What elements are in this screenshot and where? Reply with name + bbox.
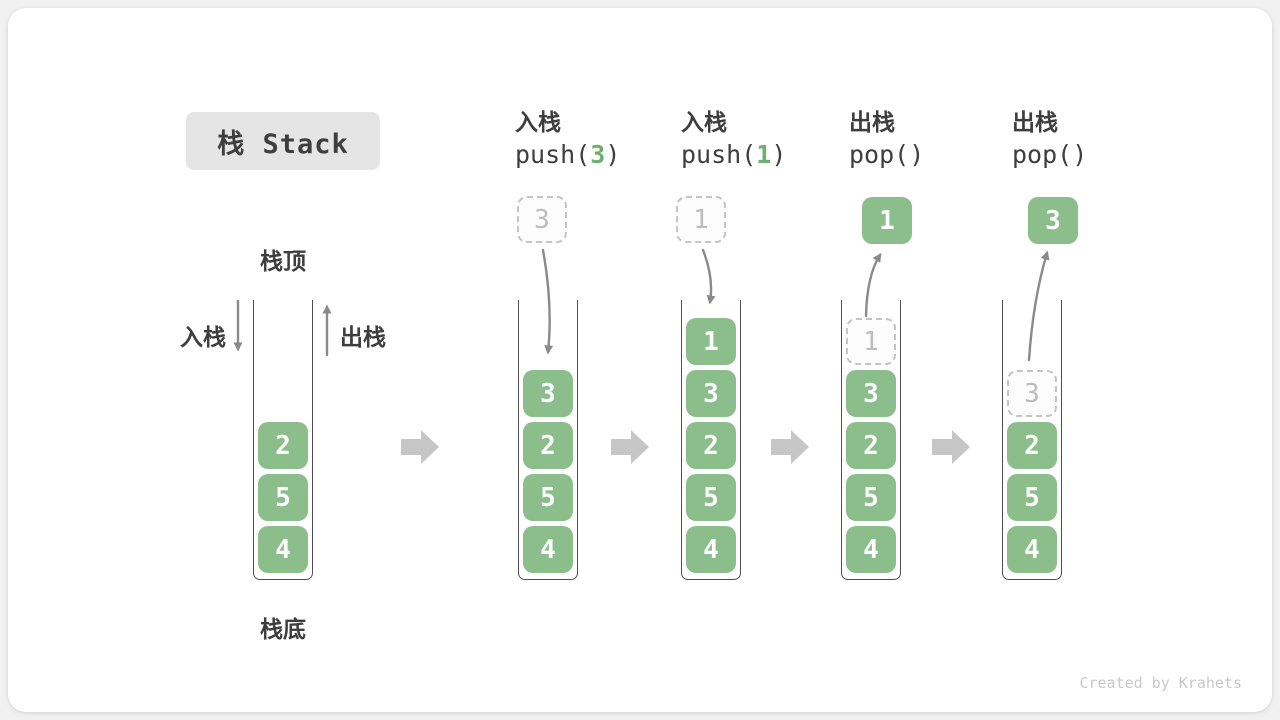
step-arrow-icon [932, 430, 970, 464]
stack-cell: 5 [258, 474, 308, 521]
push-side-label: 入栈 [180, 325, 226, 351]
code-arg: 1 [756, 140, 772, 169]
step-pop1-label: 出栈 [849, 110, 895, 136]
code-pre: pop( [849, 140, 910, 169]
step-arrow-icon [771, 430, 809, 464]
stack-well-pop2 [1002, 300, 1062, 580]
stack-cell: 2 [523, 422, 573, 469]
stack-well-push1 [681, 300, 741, 580]
step-arrow-icon [611, 430, 649, 464]
step-pop2-code: pop() [1012, 140, 1087, 169]
code-pre: push( [681, 140, 757, 169]
stack-cell: 5 [1007, 474, 1057, 521]
stack-cell: 5 [846, 474, 896, 521]
code-pre: push( [515, 140, 591, 169]
code-post: ) [1072, 140, 1088, 169]
step-pop1-code: pop() [849, 140, 924, 169]
step-arrow-icon [401, 430, 439, 464]
stack-cell: 2 [1007, 422, 1057, 469]
removed-slot-box: 3 [1007, 370, 1057, 417]
stack-cell: 1 [686, 318, 736, 365]
stack-cell: 3 [846, 370, 896, 417]
step-pop2-label: 出栈 [1012, 110, 1058, 136]
step-push1-code: push(1) [681, 140, 786, 169]
code-post: ) [771, 140, 787, 169]
code-post: ) [605, 140, 621, 169]
stack-bottom-label: 栈底 [260, 617, 306, 643]
popped-value-box: 1 [862, 197, 912, 244]
step-push3-label: 入栈 [515, 110, 561, 136]
title-badge: 栈 Stack [186, 112, 380, 170]
incoming-value-box: 1 [676, 196, 726, 243]
stack-cell: 4 [523, 526, 573, 573]
stack-top-label: 栈顶 [260, 249, 306, 275]
pop-side-label: 出栈 [340, 325, 386, 351]
step-push3-code: push(3) [515, 140, 620, 169]
stack-cell: 2 [258, 422, 308, 469]
stack-cell: 4 [1007, 526, 1057, 573]
stack-cell: 2 [846, 422, 896, 469]
stack-cell: 3 [686, 370, 736, 417]
stack-well-pop1 [841, 300, 901, 580]
push-1-arrow [701, 248, 716, 305]
code-pre: pop( [1012, 140, 1073, 169]
stack-cell: 4 [846, 526, 896, 573]
stack-cell: 5 [523, 474, 573, 521]
credit-watermark: Created by Krahets [1079, 674, 1242, 692]
code-post: ) [909, 140, 925, 169]
stack-cell: 4 [258, 526, 308, 573]
stack-cell: 4 [686, 526, 736, 573]
stack-cell: 3 [523, 370, 573, 417]
stack-well-push3 [518, 300, 578, 580]
removed-slot-box: 1 [846, 318, 896, 365]
code-arg: 3 [590, 140, 606, 169]
stack-cell: 2 [686, 422, 736, 469]
incoming-value-box: 3 [517, 196, 567, 243]
popped-value-box: 3 [1028, 197, 1078, 244]
stack-cell: 5 [686, 474, 736, 521]
step-push1-label: 入栈 [681, 110, 727, 136]
stack-well-initial [253, 300, 313, 580]
